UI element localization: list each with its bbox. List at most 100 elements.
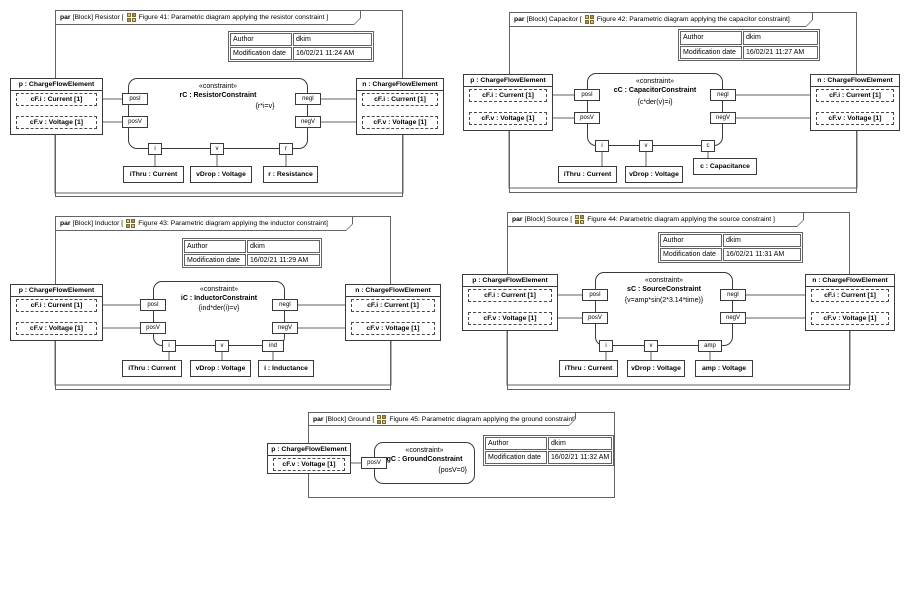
cfi-value-property[interactable]: cF.i : Current [1]: [362, 93, 438, 106]
cfi-value-property[interactable]: cF.i : Current [1]: [469, 89, 547, 102]
n-part-block[interactable]: n : ChargeFlowElement cF.i : Current [1]…: [810, 74, 900, 131]
cfv-value-property[interactable]: cF.v : Voltage [1]: [362, 116, 438, 129]
author-table[interactable]: Author dkim Modification date 16/02/21 1…: [483, 435, 614, 466]
cfv-value-property[interactable]: cF.v : Voltage [1]: [468, 312, 552, 325]
p-part-block[interactable]: p : ChargeFlowElement cF.i : Current [1]…: [463, 74, 553, 131]
param-vdrop[interactable]: vDrop : Voltage: [190, 360, 251, 377]
param-amp[interactable]: amp : Voltage: [695, 360, 753, 377]
cfi-value-property[interactable]: cF.i : Current [1]: [811, 289, 889, 302]
constraint-equation: {ind*der(i)=v}: [198, 305, 240, 312]
port-negV[interactable]: negV: [272, 322, 298, 334]
ground-constraint-block[interactable]: «constraint» gC : GroundConstraint {posV…: [374, 442, 475, 484]
param-capacitance[interactable]: c : Capacitance: [693, 158, 757, 175]
author-table[interactable]: Author dkim Modification date 16/02/21 1…: [678, 29, 820, 61]
cfi-value-property[interactable]: cF.i : Current [1]: [816, 89, 894, 102]
tab-figure-label: Figure 44: Parametric diagram applying t…: [587, 216, 775, 223]
port-r[interactable]: r: [279, 143, 293, 155]
param-ithru[interactable]: iThru : Current: [122, 360, 182, 377]
capacitor-diagram-tab: par [Block] Capacitor [ Figure 42: Param…: [509, 12, 813, 27]
constraint-name: gC : GroundConstraint: [386, 456, 463, 463]
port-ind[interactable]: ind: [262, 340, 284, 352]
port-i[interactable]: i: [599, 340, 613, 352]
cfv-value-property[interactable]: cF.v : Voltage [1]: [16, 322, 97, 335]
source-constraint-block[interactable]: «constraint» sC : SourceConstraint {v=am…: [595, 272, 733, 346]
port-negI[interactable]: negI: [710, 89, 736, 101]
cfi-value-property[interactable]: cF.i : Current [1]: [468, 289, 552, 302]
tab-block-label: [Block] Resistor [: [72, 14, 124, 21]
author-table[interactable]: Author dkim Modification date 16/02/21 1…: [182, 238, 322, 268]
constraint-stereotype: «constraint»: [198, 83, 238, 90]
tab-block-label: [Block] Ground [: [325, 415, 375, 423]
port-amp[interactable]: amp: [698, 340, 722, 352]
p-part-block[interactable]: p : ChargeFlowElement cF.i : Current [1]…: [462, 274, 558, 331]
tab-figure-label: Figure 42: Parametric diagram applying t…: [596, 16, 790, 23]
port-posI[interactable]: posI: [582, 289, 608, 301]
param-inductance[interactable]: i : Inductance: [258, 360, 314, 377]
port-v[interactable]: v: [210, 143, 224, 155]
cfv-value-property[interactable]: cF.v : Voltage [1]: [816, 112, 894, 125]
cfv-value-property[interactable]: cF.v : Voltage [1]: [351, 322, 435, 335]
constraint-equation: {c*der(v)=i}: [637, 99, 673, 106]
p-part-block[interactable]: p : ChargeFlowElement cF.i : Current [1]…: [10, 78, 103, 135]
port-negI[interactable]: negI: [272, 299, 298, 311]
tab-block-label: [Block] Inductor [: [72, 220, 124, 227]
cfi-value-property[interactable]: cF.i : Current [1]: [16, 93, 97, 106]
port-v[interactable]: v: [644, 340, 658, 352]
param-ithru[interactable]: iThru : Current: [558, 166, 617, 183]
param-vdrop[interactable]: vDrop : Voltage: [625, 166, 683, 183]
author-value: dkim: [548, 437, 612, 450]
param-vdrop[interactable]: vDrop : Voltage: [627, 360, 685, 377]
port-v[interactable]: v: [639, 140, 653, 152]
port-posI[interactable]: posI: [140, 299, 166, 311]
port-posV[interactable]: posV: [574, 112, 600, 124]
tab-kind-label: par: [313, 415, 324, 423]
resistor-constraint-block[interactable]: «constraint» rC : ResistorConstraint {r*…: [128, 78, 308, 149]
param-vdrop[interactable]: vDrop : Voltage: [190, 166, 252, 183]
cfi-value-property[interactable]: cF.i : Current [1]: [16, 299, 97, 312]
port-i[interactable]: i: [595, 140, 609, 152]
cfv-value-property[interactable]: cF.v : Voltage [1]: [16, 116, 97, 129]
port-posV[interactable]: posV: [140, 322, 166, 334]
p-block-title: p : ChargeFlowElement: [11, 285, 102, 297]
param-resistance[interactable]: r : Resistance: [263, 166, 318, 183]
capacitor-constraint-block[interactable]: «constraint» cC : CapacitorConstraint {c…: [587, 73, 723, 146]
port-negI[interactable]: negI: [720, 289, 746, 301]
n-part-block[interactable]: n : ChargeFlowElement cF.i : Current [1]…: [345, 284, 441, 341]
author-label: Author: [660, 234, 722, 247]
p-block-title: p : ChargeFlowElement: [463, 275, 557, 287]
author-table[interactable]: Author dkim Modification date 16/02/21 1…: [228, 31, 374, 62]
port-i[interactable]: i: [148, 143, 162, 155]
constraint-stereotype: «constraint»: [405, 447, 444, 454]
constraint-equation: {r*i=v}: [255, 103, 275, 110]
port-negV[interactable]: negV: [720, 312, 746, 324]
cfv-value-property[interactable]: cF.v : Voltage [1]: [811, 312, 889, 325]
author-label: Author: [485, 437, 547, 450]
n-part-block[interactable]: n : ChargeFlowElement cF.i : Current [1]…: [356, 78, 444, 135]
p-part-block[interactable]: p : ChargeFlowElement cF.v : Voltage [1]: [267, 443, 351, 474]
port-negV[interactable]: negV: [295, 116, 321, 128]
cfv-value-property[interactable]: cF.v : Voltage [1]: [469, 112, 547, 125]
port-posV[interactable]: posV: [582, 312, 608, 324]
author-table[interactable]: Author dkim Modification date 16/02/21 1…: [658, 232, 803, 263]
param-ithru[interactable]: iThru : Current: [123, 166, 184, 183]
author-value: dkim: [723, 234, 801, 247]
port-posV[interactable]: posV: [361, 457, 387, 469]
port-v[interactable]: v: [215, 340, 229, 352]
inductor-constraint-block[interactable]: «constraint» iC : InductorConstraint {in…: [153, 281, 285, 346]
port-c[interactable]: c: [701, 140, 715, 152]
p-block-title: p : ChargeFlowElement: [11, 79, 102, 91]
port-negI[interactable]: negI: [295, 93, 321, 105]
param-ithru[interactable]: iThru : Current: [559, 360, 618, 377]
p-part-block[interactable]: p : ChargeFlowElement cF.i : Current [1]…: [10, 284, 103, 341]
n-part-block[interactable]: n : ChargeFlowElement cF.i : Current [1]…: [805, 274, 895, 331]
tab-figure-label: Figure 45: Parametric diagram applying t…: [389, 415, 576, 423]
cfv-value-property[interactable]: cF.v : Voltage [1]: [273, 458, 345, 471]
port-posV[interactable]: posV: [122, 116, 148, 128]
cfi-value-property[interactable]: cF.i : Current [1]: [351, 299, 435, 312]
port-posI[interactable]: posI: [122, 93, 148, 105]
port-i[interactable]: i: [162, 340, 176, 352]
p-block-title: p : ChargeFlowElement: [464, 75, 552, 87]
port-negV[interactable]: negV: [710, 112, 736, 124]
port-posI[interactable]: posI: [574, 89, 600, 101]
date-label: Modification date: [184, 253, 246, 266]
